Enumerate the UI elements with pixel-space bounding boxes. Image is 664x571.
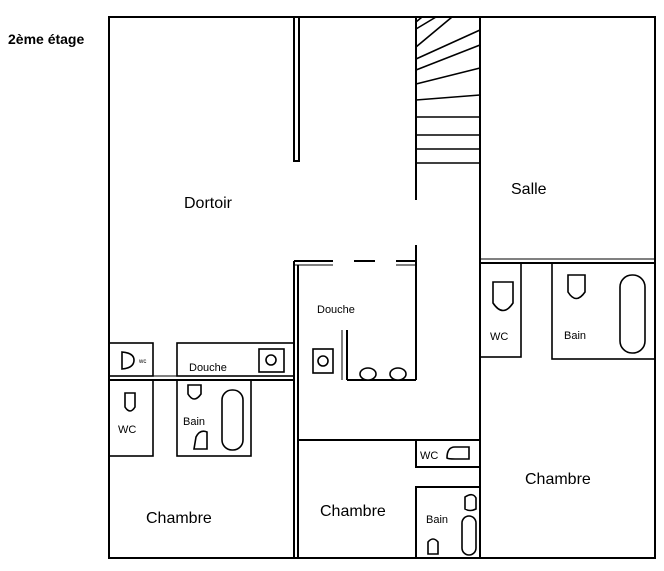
bathtub-icon [221,389,244,451]
toilet-icon [124,392,136,412]
bathtub-icon [619,274,646,354]
wc-tiny-cubicle: wc [108,342,154,377]
bain-middle: Bain [426,493,477,556]
toilet-icon [121,351,135,370]
interior-walls [109,16,655,559]
room-dortoir-label: Dortoir [184,195,233,212]
room-chambre-middle-label: Chambre [320,503,386,520]
douche-middle-label: Douche [317,304,355,316]
shower-drain-icon [317,355,329,367]
bain-left-label: Bain [183,416,205,428]
room-chambre-right-label: Chambre [525,471,591,488]
wc-right-label: WC [490,331,508,343]
room-salle-label: Salle [511,181,547,198]
shower-drain-icon [265,354,277,366]
wc-middle-label: WC [420,450,438,462]
toilet-icon [492,281,514,312]
sink-icon [389,367,407,381]
sink-icon [359,367,377,381]
staircase [415,16,481,164]
bathtub-icon [461,515,477,556]
douche-left: Douche [176,342,295,377]
wc-left: WC [108,379,154,457]
douche-middle: Douche [312,304,407,381]
bain-right-label: Bain [564,330,586,342]
wc-left-label: WC [118,424,136,436]
room-chambre-left-label: Chambre [146,510,212,527]
sink-icon [187,384,202,400]
wc-right: WC [479,262,522,358]
bain-left: Bain [176,379,252,457]
douche-left-label: Douche [189,362,227,374]
floor-label: 2ème étage [8,31,84,47]
wc-middle: WC [420,446,470,462]
toilet-icon [193,430,208,450]
toilet-icon [427,538,439,555]
toilet-icon [446,446,470,460]
wc-tiny-label: wc [138,359,146,365]
sink-icon [567,274,586,300]
bain-right: Bain [551,262,656,360]
bain-middle-label: Bain [426,514,448,526]
sink-icon [464,493,477,512]
